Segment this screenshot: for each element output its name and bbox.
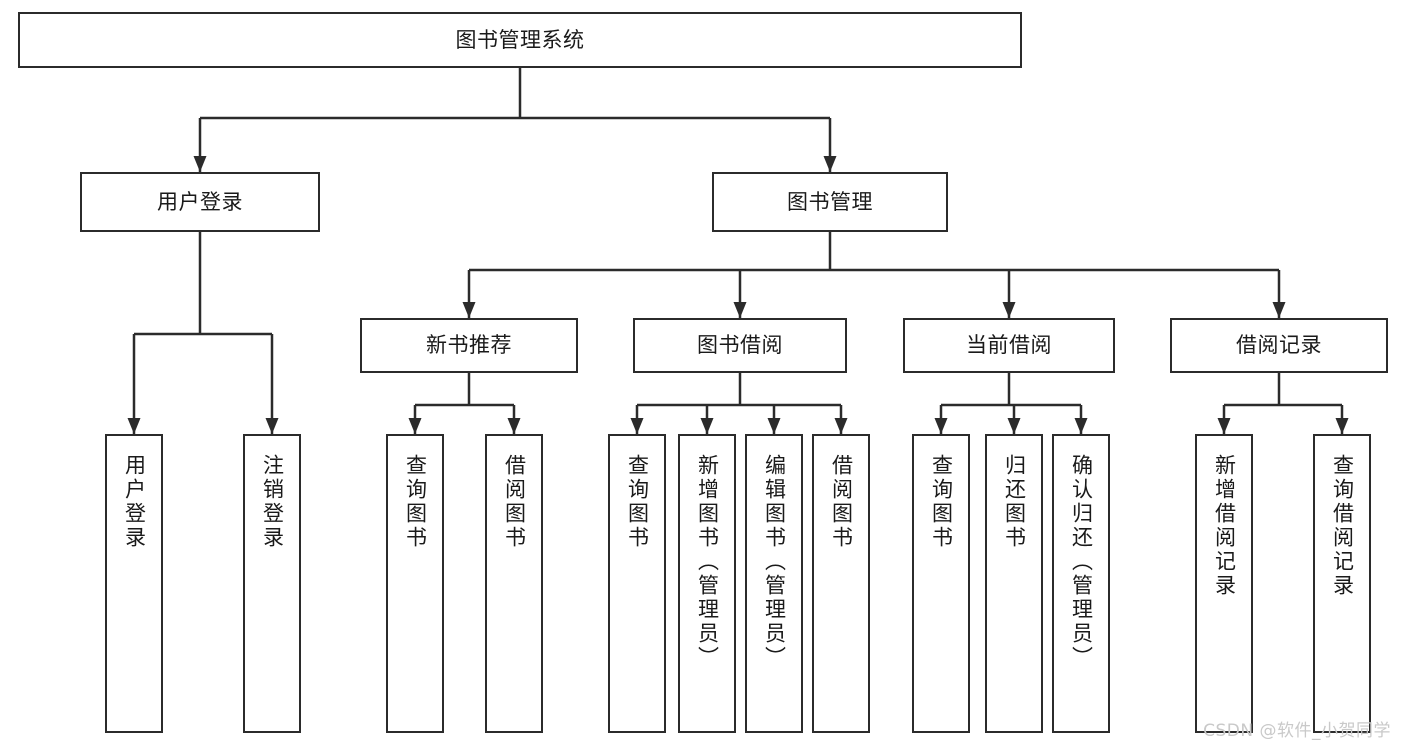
- node-label: 确认归还（管理员）: [1069, 454, 1094, 670]
- node-label: 查询借阅记录: [1330, 454, 1355, 598]
- node-label: 用户登录: [122, 454, 147, 550]
- node-leaf-return-book: 归还图书: [985, 434, 1043, 733]
- node-leaf-edit-book: 编辑图书（管理员）: [745, 434, 803, 733]
- node-leaf-query-book-3: 查询图书: [912, 434, 970, 733]
- node-book-manage: 图书管理: [712, 172, 948, 232]
- node-leaf-logout: 注销登录: [243, 434, 301, 733]
- node-book-borrow: 图书借阅: [633, 318, 847, 373]
- node-label: 新增借阅记录: [1212, 454, 1237, 598]
- node-current-borrow: 当前借阅: [903, 318, 1115, 373]
- node-leaf-confirm-ret: 确认归还（管理员）: [1052, 434, 1110, 733]
- node-label: 图书管理系统: [455, 27, 585, 52]
- node-label: 图书借阅: [697, 333, 783, 358]
- node-label: 归还图书: [1002, 454, 1027, 550]
- node-label: 图书管理: [787, 189, 873, 214]
- node-leaf-add-book: 新增图书（管理员）: [678, 434, 736, 733]
- node-leaf-query-book-2: 查询图书: [608, 434, 666, 733]
- node-leaf-query-record: 查询借阅记录: [1313, 434, 1371, 733]
- node-label: 查询图书: [403, 454, 428, 550]
- node-leaf-borrow-book-1: 借阅图书: [485, 434, 543, 733]
- node-label: 新增图书（管理员）: [695, 454, 720, 670]
- node-new-book-rec: 新书推荐: [360, 318, 578, 373]
- node-label: 当前借阅: [966, 333, 1052, 358]
- node-leaf-user-login: 用户登录: [105, 434, 163, 733]
- node-label: 查询图书: [625, 454, 650, 550]
- node-borrow-record: 借阅记录: [1170, 318, 1388, 373]
- node-label: 借阅图书: [502, 454, 527, 550]
- node-leaf-add-record: 新增借阅记录: [1195, 434, 1253, 733]
- node-label: 借阅记录: [1236, 333, 1322, 358]
- node-label: 注销登录: [260, 454, 285, 550]
- node-user-login: 用户登录: [80, 172, 320, 232]
- node-label: 查询图书: [929, 454, 954, 550]
- node-label: 用户登录: [157, 189, 243, 214]
- node-leaf-query-book-1: 查询图书: [386, 434, 444, 733]
- node-leaf-borrow-book-2: 借阅图书: [812, 434, 870, 733]
- node-label: 编辑图书（管理员）: [762, 454, 787, 670]
- node-root: 图书管理系统: [18, 12, 1022, 68]
- node-label: 新书推荐: [426, 333, 512, 358]
- node-label: 借阅图书: [829, 454, 854, 550]
- watermark: CSDN @软件_小贺同学: [1203, 721, 1391, 741]
